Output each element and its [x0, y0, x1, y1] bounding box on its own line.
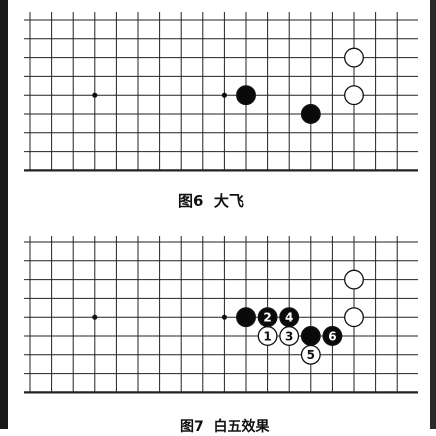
white-stone: 1 [257, 326, 278, 346]
black-stone [300, 104, 321, 124]
move-number: 1 [263, 329, 271, 343]
black-stone: 6 [322, 326, 343, 346]
white-stone: 3 [279, 326, 300, 346]
white-stone [344, 307, 364, 328]
black-stone [300, 326, 321, 346]
move-number: 4 [285, 311, 293, 325]
star-point [92, 314, 98, 320]
scan-edge-left [0, 0, 8, 429]
black-stone: 2 [257, 307, 278, 328]
white-stone [344, 85, 364, 106]
move-number: 6 [328, 329, 336, 343]
white-stone [344, 269, 364, 290]
move-number: 3 [285, 329, 293, 343]
black-stone: 4 [279, 307, 300, 328]
scan-edge-right [430, 0, 436, 429]
star-point [92, 92, 98, 98]
move-number: 2 [263, 311, 271, 325]
white-stone [344, 47, 364, 68]
diagram-7-caption: 图7 白五效果 [180, 419, 270, 435]
black-stone [236, 307, 256, 328]
star-point [221, 314, 227, 320]
star-point [221, 92, 227, 98]
grid-lines [24, 236, 418, 394]
move-number: 5 [307, 348, 315, 362]
white-stone: 5 [300, 344, 321, 365]
diagram-6-caption: 图6 大飞 [178, 192, 244, 210]
black-stone [236, 85, 256, 106]
